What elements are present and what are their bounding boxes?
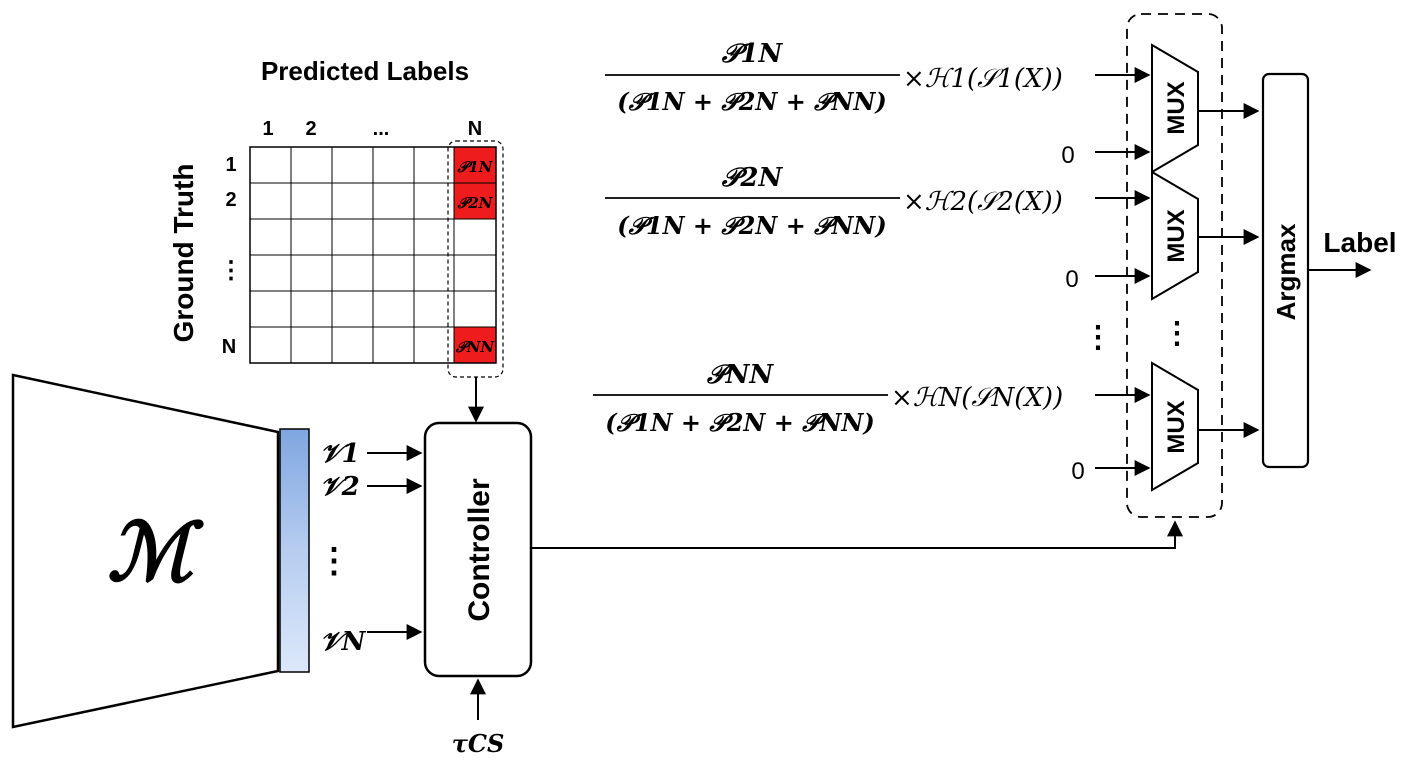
- mux-2: MUX: [1151, 170, 1199, 301]
- branch-2-formula: 𝒫2N (𝒫1N + 𝒫2N + 𝒫NN) ×ℋ2(𝒮2(X)): [605, 163, 1063, 240]
- cell-p2n: [454, 183, 496, 219]
- mux-1-label: MUX: [1163, 81, 1190, 134]
- row-header-ellipsis: ⋮: [219, 257, 243, 284]
- cell-p1n-label: 𝒫1N: [457, 158, 494, 176]
- col-header-ellipsis: ...: [373, 118, 390, 140]
- branch-1-factor: ×ℋ1(𝒮1(X)): [903, 64, 1063, 94]
- branch-1-numerator: 𝒫1N: [721, 39, 784, 69]
- mux-output-arrows: [1198, 103, 1260, 438]
- model-output-vector: [279, 428, 310, 673]
- matrix-title: Predicted Labels: [261, 56, 469, 86]
- branch-2-factor: ×ℋ2(𝒮2(X)): [903, 187, 1063, 217]
- cell-p2n-label: 𝒫2N: [457, 194, 494, 212]
- controller-box: [423, 421, 533, 678]
- output-v2: 𝒱2: [320, 472, 360, 502]
- cell-pnn: [454, 327, 496, 363]
- output-label: Label: [1323, 227, 1396, 258]
- branch-1-denominator: (𝒫1N + 𝒫2N + 𝒫NN): [617, 87, 886, 116]
- model-symbol: ℳ: [107, 505, 204, 599]
- row-header-2: 2: [225, 189, 236, 211]
- argmax-label: Argmax: [1271, 223, 1301, 320]
- matrix-column-headers: 1 2 ... N: [262, 118, 482, 140]
- matrix-y-title: Ground Truth: [168, 164, 199, 343]
- mux-2-label: MUX: [1163, 209, 1190, 262]
- matrix-grid: [249, 146, 497, 364]
- mux-ellipsis: ⋮: [1162, 317, 1192, 350]
- branch-n-formula: 𝒫NN (𝒫1N + 𝒫2N + 𝒫NN) ×ℋN(𝒮N(X)): [593, 360, 1063, 437]
- branch-n-numerator: 𝒫NN: [706, 360, 775, 390]
- branch-1-zero: 0: [1061, 142, 1074, 169]
- model-trapezoid: [11, 373, 280, 729]
- controller-to-mux-arrow: [531, 520, 1183, 549]
- mux-n-label: MUX: [1163, 400, 1190, 453]
- output-v1: 𝒱1: [320, 439, 360, 469]
- mux-input-arrows: [1095, 67, 1151, 476]
- row-header-n: N: [222, 336, 236, 358]
- mux-n: MUX: [1151, 361, 1199, 492]
- output-vn: 𝒱N: [320, 627, 367, 657]
- branch-2-numerator: 𝒫2N: [721, 163, 784, 193]
- col-header-1: 1: [262, 118, 273, 140]
- branch-2-denominator: (𝒫1N + 𝒫2N + 𝒫NN): [617, 211, 886, 240]
- cell-pnn-label: 𝒫NN: [455, 338, 496, 356]
- branch-1-formula: 𝒫1N (𝒫1N + 𝒫2N + 𝒫NN) ×ℋ1(𝒮1(X)): [605, 39, 1063, 116]
- mux-1: MUX: [1151, 43, 1199, 174]
- branch-2-zero: 0: [1065, 266, 1078, 293]
- output-ellipsis: ⋮: [317, 542, 351, 580]
- mux-group-box: [1126, 13, 1223, 518]
- col-header-n: N: [468, 118, 482, 140]
- branch-n-factor: ×ℋN(𝒮N(X)): [891, 383, 1063, 413]
- controller-label: Controller: [463, 478, 496, 622]
- threshold-label: τCS: [452, 729, 505, 758]
- col-header-2: 2: [305, 118, 316, 140]
- model-outputs: 𝒱1 𝒱2 ⋮ 𝒱N: [317, 439, 367, 657]
- branch-ellipsis: ⋮: [1083, 321, 1113, 354]
- branch-n-denominator: (𝒫1N + 𝒫2N + 𝒫NN): [605, 408, 874, 437]
- matrix-row-headers: 1 2 ⋮ N: [219, 154, 243, 358]
- cell-p1n: [454, 147, 496, 183]
- branch-n-zero: 0: [1071, 458, 1084, 485]
- row-header-1: 1: [225, 154, 236, 176]
